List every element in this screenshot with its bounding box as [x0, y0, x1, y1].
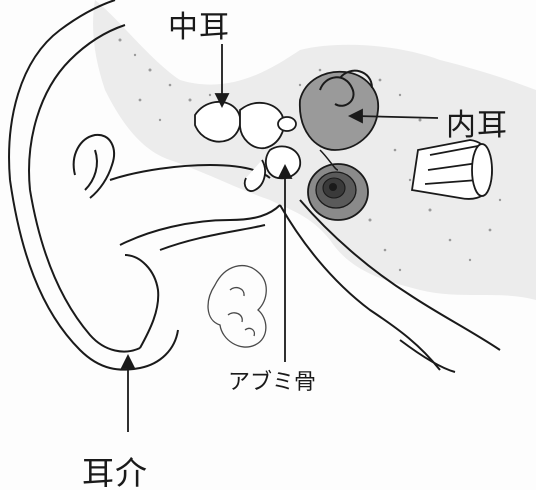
pinna-pointer-arrow [122, 356, 134, 368]
incus-shape [240, 103, 284, 148]
pinna-label: 耳介 [82, 448, 148, 494]
glandular-tissue [208, 266, 266, 347]
stapes-label: アブミ骨 [228, 364, 316, 396]
pinna [9, 0, 178, 370]
auditory-nerve [412, 140, 492, 199]
inner-ear-label: 内耳 [446, 100, 508, 144]
middle-ear-label: 中耳 [168, 2, 230, 46]
malleus-shape [195, 102, 240, 142]
